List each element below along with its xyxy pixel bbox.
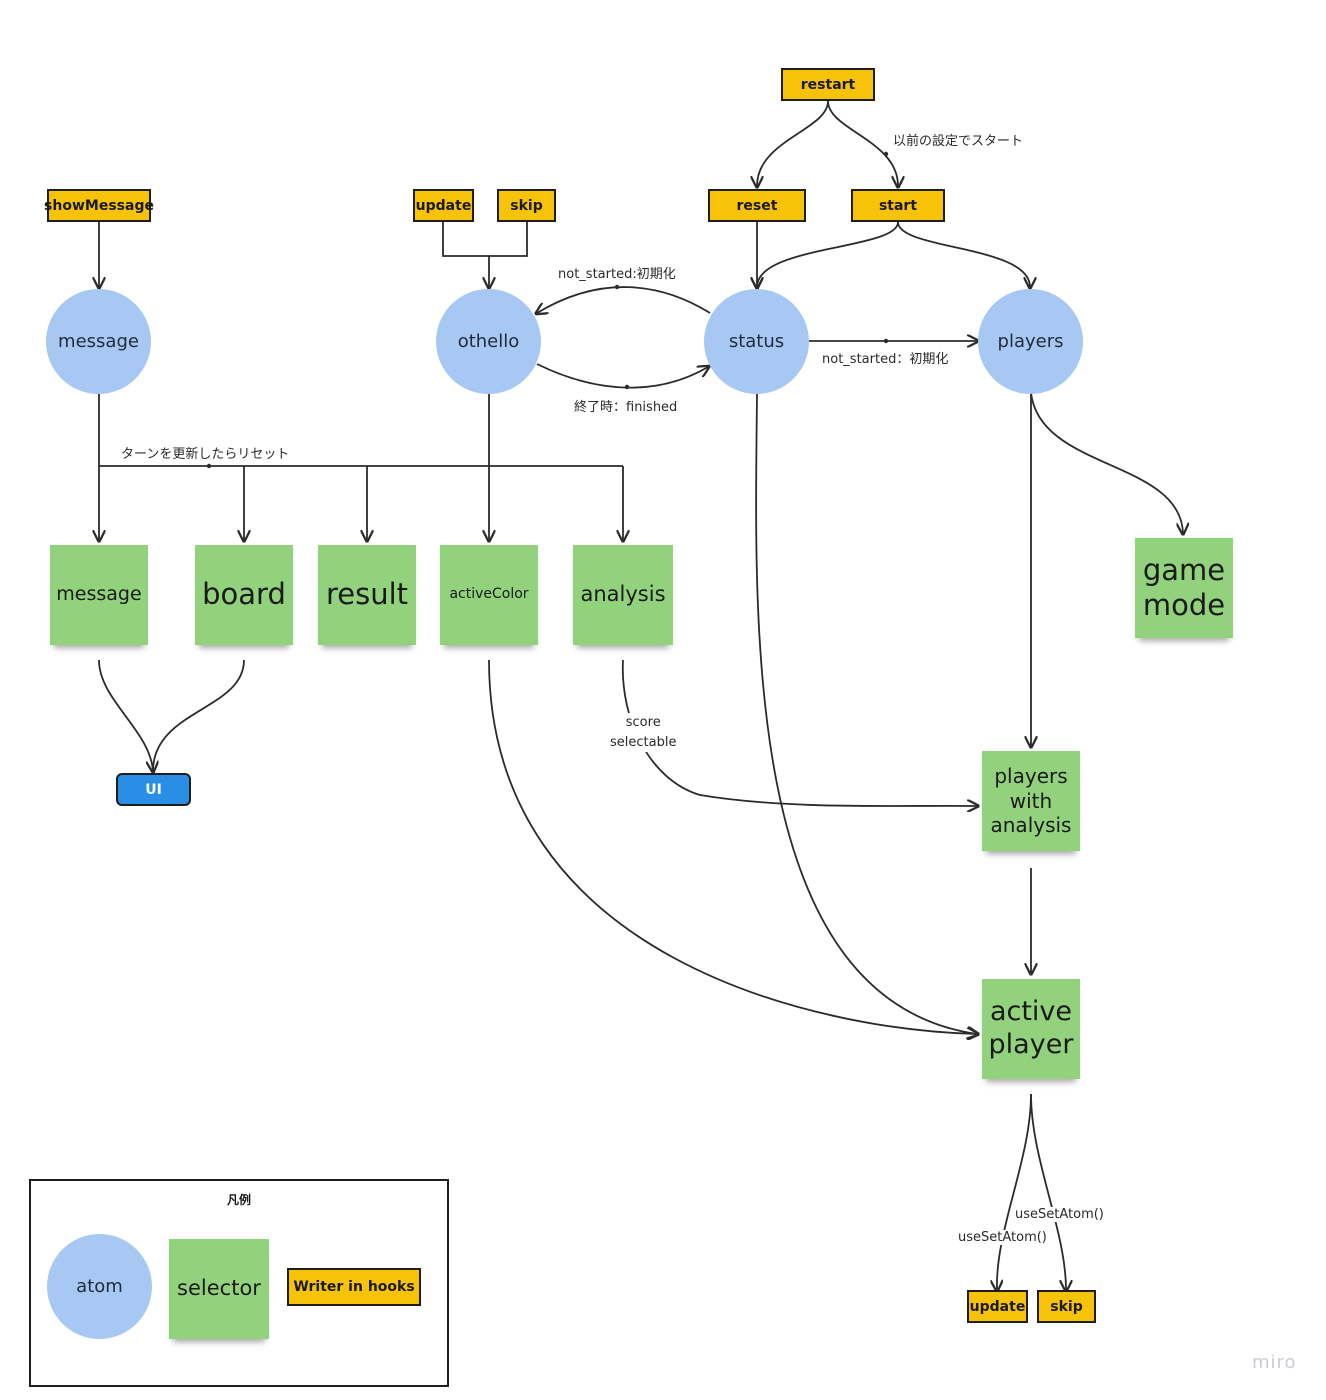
writer-skip-top[interactable]: skip	[497, 189, 556, 222]
edge-dot	[883, 151, 889, 157]
edge-dot	[624, 384, 630, 390]
selector-analysis[interactable]: analysis	[573, 545, 673, 645]
atom-status[interactable]: status	[704, 289, 809, 394]
edge-dot	[883, 338, 889, 344]
label-analysis-pwa: score selectable	[608, 713, 679, 752]
edge-players-gamemode	[1030, 392, 1183, 533]
edge-update-othello	[442, 222, 489, 287]
edge-othello-status	[536, 363, 708, 389]
selector-players-with-analysis[interactable]: players with analysis	[982, 751, 1080, 851]
atom-othello[interactable]: othello	[436, 289, 541, 394]
legend-title: 凡例	[226, 1193, 251, 1207]
edge-activeplayer-update	[997, 1093, 1032, 1290]
selector-board[interactable]: board	[195, 545, 293, 645]
label-message-reset: ターンを更新したらリセット	[119, 443, 292, 462]
label-restart-start: 以前の設定でスタート	[891, 130, 1026, 149]
writer-skip-bottom[interactable]: skip	[1037, 1290, 1096, 1323]
ui-node[interactable]: UI	[116, 773, 191, 806]
selector-game-mode[interactable]: game mode	[1135, 538, 1233, 638]
legend-selector: selector	[169, 1239, 269, 1339]
edge-start-players	[897, 221, 1030, 287]
writer-update-top[interactable]: update	[413, 189, 474, 222]
edge-board-ui	[152, 659, 245, 772]
writer-restart[interactable]: restart	[781, 68, 875, 101]
label-status-players: not_started：初期化	[820, 348, 951, 367]
selector-result[interactable]: result	[318, 545, 416, 645]
selector-activecolor[interactable]: activeColor	[440, 545, 538, 645]
edge-activeplayer-skip	[1030, 1093, 1066, 1290]
label-status-othello: not_started:初期化	[556, 263, 678, 282]
label-othello-status: 終了時：finished	[572, 396, 680, 415]
edge-start-status	[757, 221, 899, 287]
label-use-set-atom-2: useSetAtom()	[956, 1230, 1049, 1245]
legend-atom: atom	[47, 1234, 152, 1339]
label-use-set-atom-1: useSetAtom()	[1013, 1207, 1106, 1222]
miro-watermark: miro	[1252, 1352, 1297, 1373]
writer-showmessage[interactable]: showMessage	[44, 189, 154, 222]
edge-restart-start	[827, 100, 898, 186]
edge-skip-othello	[489, 222, 528, 257]
selector-active-player[interactable]: active player	[982, 979, 1080, 1079]
selector-message[interactable]: message	[50, 545, 148, 645]
legend-writer: Writer in hooks	[287, 1268, 421, 1306]
edge-message-ui	[98, 659, 153, 771]
writer-update-bottom[interactable]: update	[967, 1290, 1028, 1323]
edge-status-activeplayer	[755, 392, 977, 1034]
edge-othello-bus	[99, 393, 623, 467]
edge-restart-reset	[757, 100, 829, 186]
edge-dot	[614, 284, 620, 290]
atom-message[interactable]: message	[46, 289, 151, 394]
legend: 凡例 atom selector Writer in hooks	[29, 1179, 449, 1387]
edge-dot	[206, 463, 212, 469]
writer-reset[interactable]: reset	[708, 189, 806, 222]
edge-activecolor-activeplayer	[488, 659, 977, 1034]
writer-start[interactable]: start	[851, 189, 945, 222]
atom-players[interactable]: players	[978, 289, 1083, 394]
edge-status-othello	[537, 286, 711, 313]
